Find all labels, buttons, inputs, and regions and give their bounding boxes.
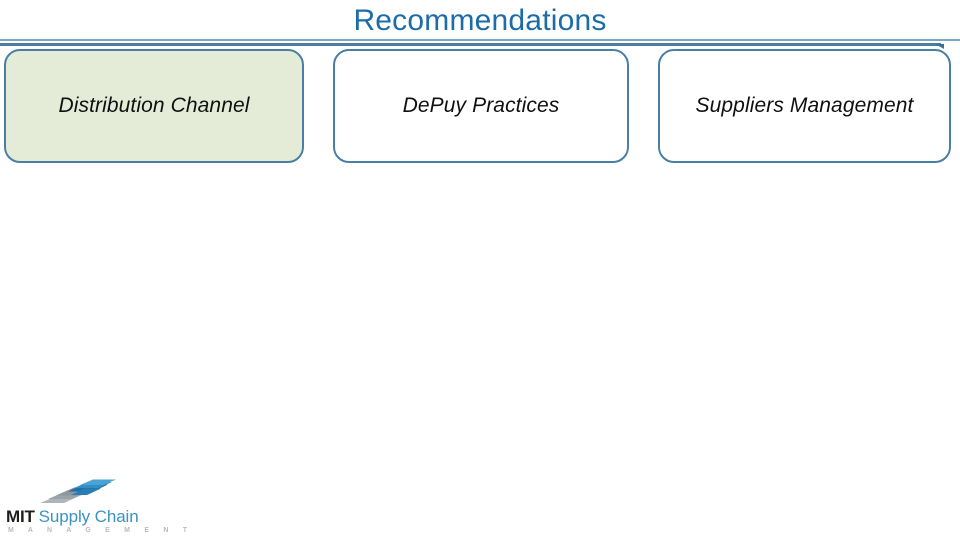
recommendation-box-label: Suppliers Management [695,94,914,117]
recommendation-box-label: Distribution Channel [58,94,250,117]
logo-word-supply-chain: Supply Chain [38,507,139,526]
title-area: Recommendations [0,0,960,44]
logo-subtitle-management: M A N A G E M E N T [8,527,194,534]
recommendation-boxes: Distribution Channel DePuy Practices Sup… [0,49,960,165]
recommendation-box-distribution-channel[interactable]: Distribution Channel [4,49,304,163]
title-divider-upper [0,39,960,41]
title-divider-lower [0,43,941,46]
page-title: Recommendations [353,4,607,37]
recommendation-box-label: DePuy Practices [402,94,560,117]
recommendation-box-suppliers-management[interactable]: Suppliers Management [658,49,951,163]
title-divider-end-tick [935,44,944,49]
slide-content-area [0,168,960,468]
swoosh-stripes-icon [38,478,118,506]
recommendation-box-depuy-practices[interactable]: DePuy Practices [333,49,629,163]
logo-word-mit: MIT [6,507,35,526]
